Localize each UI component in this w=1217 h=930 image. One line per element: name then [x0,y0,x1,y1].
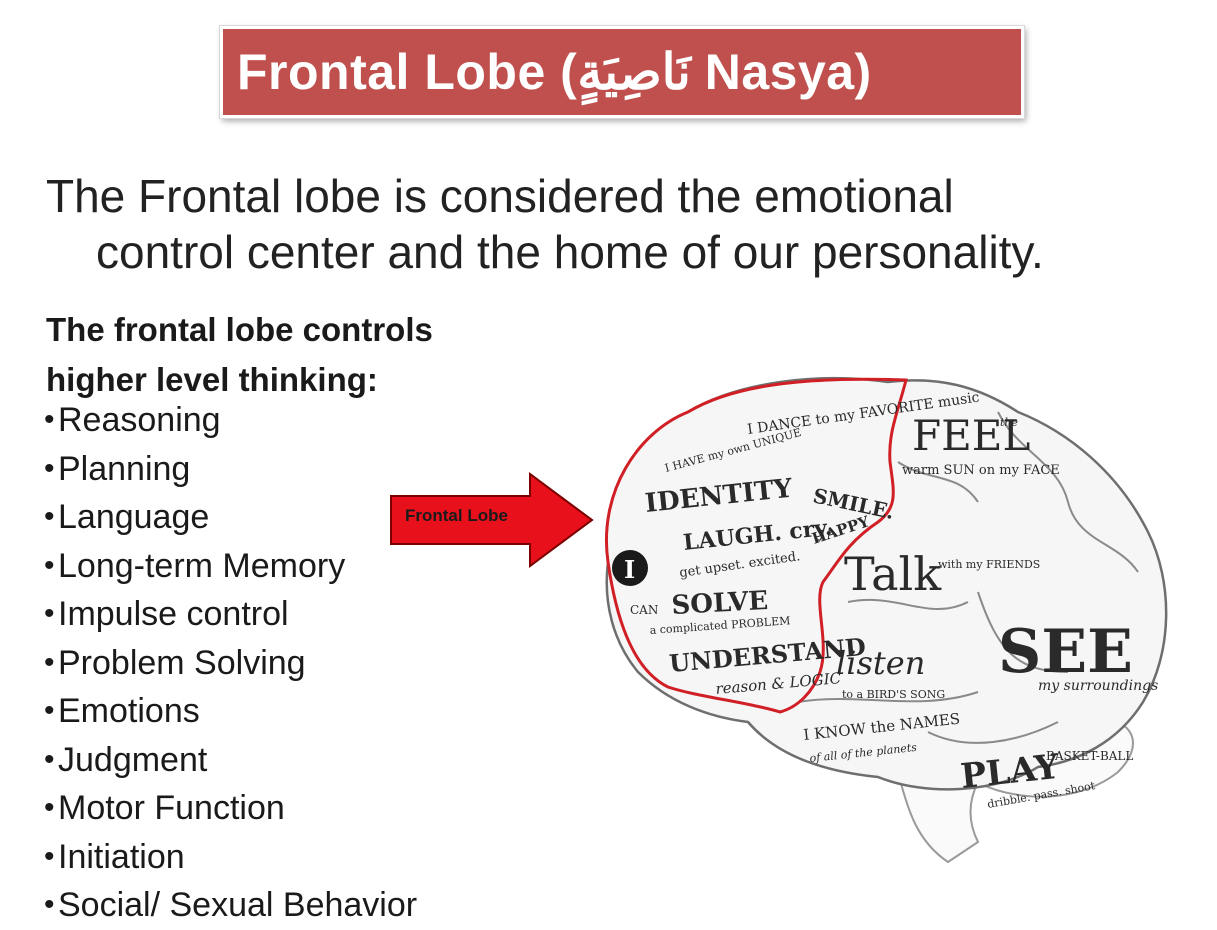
i-badge-letter: I [624,555,635,584]
listen-text: listen [836,644,925,682]
list-item: •Social/ Sexual Behavior [44,886,418,924]
intro-line-2: control center and the home of our perso… [96,226,1044,278]
intro-paragraph: The Frontal lobe is considered the emoti… [46,168,1196,280]
surroundings-text: my surroundings [1038,678,1158,694]
intro-line-1: The Frontal lobe is considered the emoti… [46,170,954,222]
basketball-text: BASKET-BALL [1046,749,1133,763]
list-item: •Long-term Memory [44,546,346,585]
i-badge-icon [612,550,648,586]
list-heading: The frontal lobe controls higher level t… [46,305,433,405]
page-title: Frontal Lobe (نَاصِيَةٍ Nasya) [237,44,872,100]
frontal-lobe-outline [605,377,908,714]
brain-illustration: I DANCE to my FAVORITE music I HAVE my o… [605,377,1168,864]
solve-text: SOLVE [671,586,769,621]
list-item: •Planning [44,449,191,488]
feel-the-text: the [1000,416,1019,429]
list-item: •Judgment [44,740,208,779]
list-heading-line-1: The frontal lobe controls [46,311,433,348]
list-heading-line-2: higher level thinking: [46,361,378,398]
title-banner: Frontal Lobe (نَاصِيَةٍ Nasya) [220,26,1024,118]
list-item: •Reasoning [44,401,221,439]
list-item: •Language [44,498,210,536]
brain-stem [897,771,980,864]
list-item: •Motor Function [44,789,285,827]
talk-text: Talk [844,547,942,601]
see-text: SEE [998,617,1133,687]
warm-sun-text: warm SUN on my FACE [902,463,1060,478]
friends-text: with my FRIENDS [938,558,1040,571]
brain-outline [605,377,1168,791]
feel-text: FEEL [912,411,1030,460]
functions-list: •Reasoning •Planning •Language •Long-ter… [44,396,417,930]
list-item: •Impulse control [44,595,289,633]
birds-song-text: to a BIRD'S SONG [842,688,945,701]
list-item: •Problem Solving [44,643,306,682]
list-item: •Initiation [44,837,185,876]
list-item: •Emotions [44,692,200,730]
frontal-lobe-arrow [390,472,594,568]
arrow-label: Frontal Lobe [405,506,508,525]
can-text: CAN [630,603,658,617]
